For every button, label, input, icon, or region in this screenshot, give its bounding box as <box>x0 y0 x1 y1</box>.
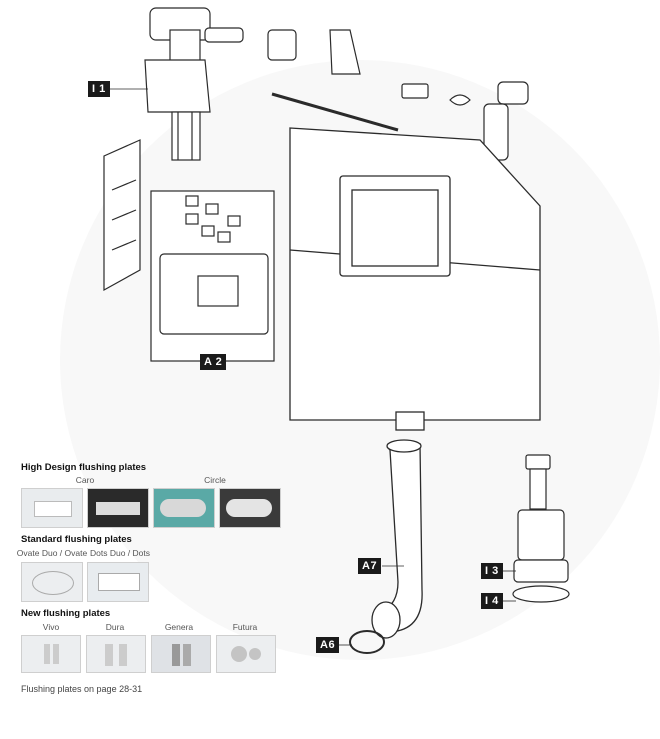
cistern-body <box>289 127 541 431</box>
seal-ring-part <box>349 630 385 654</box>
high-design-title: High Design flushing plates <box>21 462 147 473</box>
part-label-i3: I 3 <box>481 563 503 579</box>
caption-dura: Dura <box>105 622 125 632</box>
plate-thumb-2 <box>87 488 149 528</box>
part-label-i4: I 4 <box>481 593 503 609</box>
plate-thumb-vivo <box>21 635 81 673</box>
flush-valve-part <box>512 454 570 603</box>
fitting-parts <box>401 81 529 161</box>
hose-part <box>271 92 399 132</box>
part-label-i1: I 1 <box>88 81 110 97</box>
plate-thumb-1 <box>21 488 83 528</box>
new-plates-title: New flushing plates <box>21 608 111 619</box>
plate-thumb-3 <box>153 488 215 528</box>
caption-dots: Dots Duo / Dots <box>90 548 150 558</box>
caption-ovate: Ovate Duo / Ovate <box>16 548 88 558</box>
plate-thumb-ovate <box>21 562 83 602</box>
plate-thumb-dura <box>86 635 146 673</box>
footer-note: Flushing plates on page 28-31 <box>21 684 143 694</box>
caption-circle: Circle <box>204 475 226 485</box>
part-label-a6: A6 <box>316 637 340 653</box>
caption-caro: Caro <box>75 475 95 485</box>
bracket-part <box>103 139 141 292</box>
caption-genera: Genera <box>164 622 194 632</box>
caption-vivo: Vivo <box>42 622 60 632</box>
part-label-a7: A7 <box>358 558 382 574</box>
plate-thumb-4 <box>219 488 281 528</box>
clip-part <box>267 29 361 75</box>
plate-thumb-dots <box>87 562 149 602</box>
standard-title: Standard flushing plates <box>21 534 132 545</box>
caption-futura: Futura <box>232 622 258 632</box>
plate-thumb-futura <box>216 635 276 673</box>
leader-lines <box>107 88 516 646</box>
mounting-kit-box <box>150 190 275 362</box>
fill-valve-part <box>144 7 244 161</box>
flush-pipe-part <box>371 439 423 639</box>
plate-thumb-genera <box>151 635 211 673</box>
part-label-a2: A 2 <box>200 354 227 370</box>
